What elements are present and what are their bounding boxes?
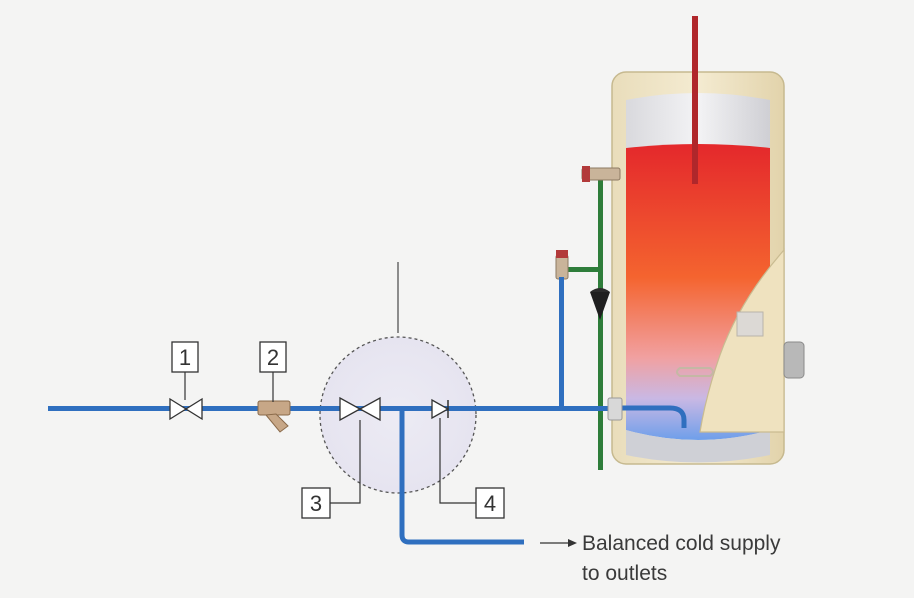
- callout-1-label: 1: [179, 345, 191, 370]
- vessel-base: [626, 430, 770, 463]
- pressure-reducing-valve: [339, 396, 381, 422]
- hot-water-cylinder: [611, 16, 805, 465]
- side-boss: [783, 341, 805, 379]
- control-panel: [736, 311, 764, 337]
- stop-valve: [169, 397, 203, 421]
- casing-cutaway: [699, 248, 785, 433]
- expansion-relief-valve: [555, 254, 569, 280]
- discharge-pipework: [555, 166, 621, 470]
- cold-main-pipe: [48, 406, 610, 411]
- balanced-supply-caption: Balanced cold supply to outlets: [540, 532, 781, 585]
- callout-3-label: 3: [310, 491, 322, 516]
- callout-4-label: 4: [484, 491, 496, 516]
- hot-outlet-pipe: [692, 16, 698, 184]
- callout-2-label: 2: [267, 345, 279, 370]
- callout-1: 1: [171, 341, 199, 400]
- callout-3: 3: [301, 420, 361, 519]
- heating-element: [676, 367, 714, 377]
- arrow-right-icon: [568, 539, 577, 547]
- balanced-supply-pipe: [399, 410, 524, 545]
- check-valve: [431, 398, 450, 420]
- tundish: [590, 292, 610, 320]
- cold-feed-pipework: [48, 277, 687, 545]
- highlight-circle: [319, 336, 477, 494]
- callout-4: 4: [439, 418, 505, 519]
- strainer: [257, 400, 291, 433]
- callout-2: 2: [259, 341, 287, 402]
- caption-line-2: to outlets: [582, 562, 667, 585]
- cylinder-inlet-fitting: [607, 397, 623, 421]
- caption-line-1: Balanced cold supply: [582, 532, 781, 555]
